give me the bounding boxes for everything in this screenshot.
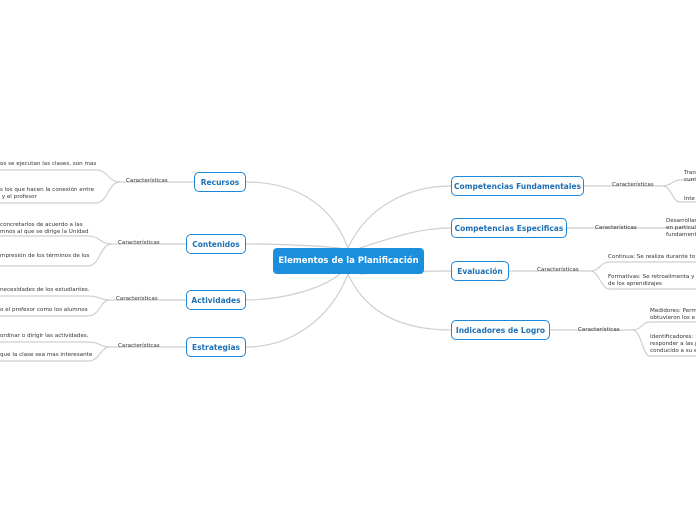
- connector-comp-fund-item2: [661, 185, 696, 203]
- text-contenidos-1: concretarlos de acuerdo a las mnos al qu…: [0, 222, 89, 235]
- topic-indicadores-de-logro[interactable]: Indicadores de Logro: [451, 320, 550, 340]
- text-recursos-2: s los que hacen la conexión entre y el p…: [0, 187, 95, 200]
- text-recursos-1: os se ejecutan las clases, son mas: [0, 161, 97, 167]
- connector-center-comp-fund: [347, 185, 452, 249]
- central-node[interactable]: Elementos de la Planificación: [273, 248, 424, 274]
- text-indicadores-de-logro-1: Medidores: Perm obtuvieron los e: [650, 308, 696, 321]
- text-estrategias-2: que la clase sea mas interesante: [0, 352, 93, 358]
- topic-competencias-fundamentales[interactable]: Competencias Fundamentales: [451, 176, 584, 196]
- connector-center-estrategias: [245, 273, 349, 348]
- text-estrategias-1: ordinar o dirigir las actividades.: [0, 333, 89, 339]
- topic-competencias-especificas[interactable]: Competencias Especificas: [451, 218, 567, 238]
- connector-actividades-item2: [0, 299, 111, 317]
- label-indicadores-de-logro: Características: [578, 327, 620, 333]
- label-evaluacion: Características: [537, 267, 579, 273]
- connector-contenidos-item2: [0, 243, 113, 267]
- connector-center-actividades: [245, 273, 341, 301]
- connector-center-comp-esp: [359, 227, 452, 249]
- label-recursos: Características: [126, 178, 168, 184]
- connector-estrategias-item2: [0, 346, 111, 362]
- text-actividades-1: necesidades de los estudiantes.: [0, 287, 90, 293]
- text-competencias-especificas-1: Desarrollar en particul fundament: [666, 218, 696, 238]
- topic-actividades[interactable]: Actividades: [186, 290, 246, 310]
- connector-indicadores-item2: [631, 329, 696, 357]
- text-actividades-2: o el profesor como los alumnos: [0, 307, 88, 313]
- text-indicadores-de-logro-2: Identificadores: responder a las p condu…: [650, 334, 696, 354]
- text-evaluacion-2: Formativas: Se retroalimenta y de los ap…: [608, 274, 695, 287]
- connector-estrategias-item1: [0, 341, 111, 348]
- connector-contenidos-item1: [0, 235, 113, 245]
- connector-center-recursos: [245, 181, 349, 249]
- text-evaluacion-1: Continua: Se realiza durante to: [608, 254, 696, 260]
- topic-evaluacion[interactable]: Evaluación: [451, 261, 509, 281]
- topic-estrategias[interactable]: Estrategias: [186, 337, 246, 357]
- connector-actividades-item1: [0, 295, 111, 301]
- connectors: [0, 169, 696, 362]
- connector-recursos-item1: [0, 169, 121, 183]
- connector-comp-fund-item1: [661, 179, 696, 187]
- topic-recursos[interactable]: Recursos: [194, 172, 246, 192]
- connector-center-contenidos: [245, 243, 341, 249]
- label-estrategias: Características: [118, 343, 160, 349]
- label-actividades: Características: [116, 296, 158, 302]
- label-competencias-especificas: Características: [595, 225, 637, 231]
- connector-recursos-item2: [0, 181, 121, 204]
- text-competencias-fundamentales-2: Inte: [684, 196, 695, 202]
- connector-evaluacion-item2: [589, 270, 696, 290]
- connector-indicadores-item1: [631, 321, 696, 331]
- topic-contenidos[interactable]: Contenidos: [186, 234, 246, 254]
- text-contenidos-2: mpresión de los términos de los: [0, 253, 90, 259]
- label-competencias-fundamentales: Características: [612, 182, 654, 188]
- connector-center-indicadores: [347, 273, 452, 331]
- connector-evaluacion-item1: [589, 261, 696, 272]
- text-competencias-fundamentales-1: Tran curri: [684, 170, 696, 183]
- label-contenidos: Características: [118, 240, 160, 246]
